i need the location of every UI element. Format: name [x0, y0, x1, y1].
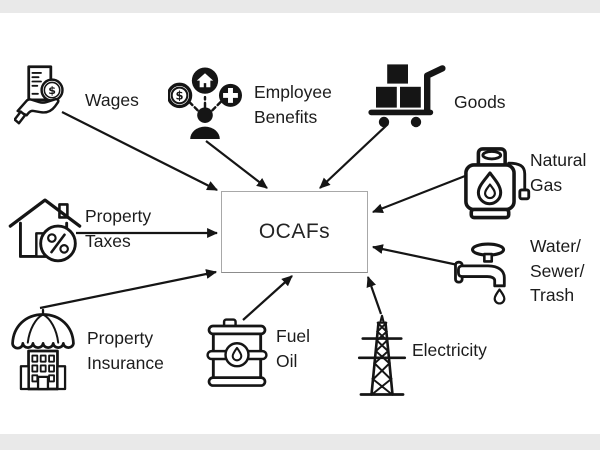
node-water-sewer-trash: Water/ Sewer/ Trash: [452, 234, 600, 320]
label-line: Electricity: [412, 340, 487, 360]
node-label-property-insurance: Property Insurance: [87, 326, 164, 375]
label-line: Sewer/: [530, 260, 585, 281]
arrow-water-sewer-trash: [371, 244, 459, 267]
node-employee-benefits: $ Employee Benefits: [168, 60, 348, 150]
svg-text:$: $: [48, 84, 56, 97]
node-goods: Goods: [366, 56, 526, 138]
label-line: Gas: [530, 174, 563, 195]
ocafs-center-box: OCAFs: [221, 191, 368, 273]
label-line: Wages: [85, 90, 139, 110]
transmission-tower-icon: [357, 314, 407, 396]
label-line: Goods: [454, 92, 506, 112]
node-fuel-oil: Fuel Oil: [202, 310, 332, 402]
node-natural-gas: Natural Gas: [452, 136, 600, 226]
ocafs-label: OCAFs: [258, 220, 331, 243]
node-label-water-sewer-trash: Water/ Sewer/ Trash: [530, 234, 584, 308]
water-faucet-icon: [454, 242, 506, 305]
label-line: Fuel: [276, 326, 311, 346]
natural-gas-cylinder-icon: [464, 147, 531, 220]
oil-barrel-icon: [206, 318, 268, 387]
node-label-fuel-oil: Fuel Oil: [276, 324, 310, 373]
arrow-wages: [61, 111, 218, 191]
umbrella-building-icon: [11, 308, 75, 391]
node-label-employee-benefits: Employee Benefits: [254, 80, 332, 129]
node-wages: $ Wages: [14, 62, 204, 134]
label-line: Oil: [276, 350, 298, 371]
top-bar: [0, 0, 600, 13]
label-line: Employee: [254, 82, 332, 102]
arrow-electricity: [366, 275, 383, 315]
arrow-employee-benefits: [205, 140, 268, 189]
wages-hand-receipt-icon: $: [14, 65, 64, 125]
svg-text:$: $: [176, 89, 184, 103]
arrow-fuel-oil: [242, 275, 293, 321]
node-label-electricity: Electricity: [412, 338, 487, 363]
node-property-insurance: Property Insurance: [8, 304, 188, 400]
label-line: Insurance: [87, 352, 164, 373]
house-percent-icon: [8, 198, 82, 263]
label-line: Water/: [530, 236, 581, 256]
node-label-wages: Wages: [85, 88, 139, 113]
node-label-goods: Goods: [454, 90, 506, 115]
label-line: Taxes: [85, 230, 131, 251]
label-line: Benefits: [254, 106, 318, 127]
label-line: Natural: [530, 150, 587, 170]
node-label-natural-gas: Natural Gas: [530, 148, 586, 197]
node-label-property-taxes: Property Taxes: [85, 204, 151, 253]
arrow-goods: [319, 123, 389, 189]
node-property-taxes: Property Taxes: [6, 190, 176, 270]
label-line: Property: [87, 328, 154, 348]
node-electricity: Electricity: [350, 310, 530, 402]
label-line: Property: [85, 206, 152, 226]
goods-handtruck-icon: [368, 64, 446, 128]
employee-benefits-icon: $: [168, 67, 242, 139]
label-line: Trash: [530, 285, 575, 305]
arrow-property-insurance: [39, 269, 218, 310]
bottom-bar: [0, 434, 600, 450]
arrow-natural-gas: [371, 174, 466, 214]
